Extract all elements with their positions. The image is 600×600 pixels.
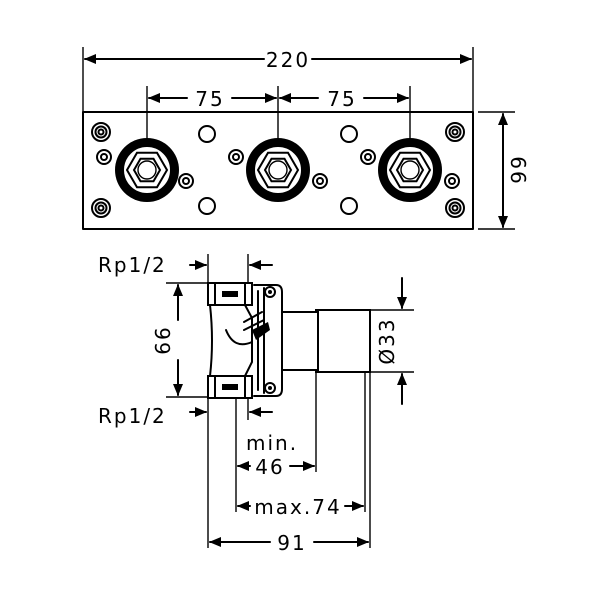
screw-icon <box>360 149 376 165</box>
thread-top-label: Rp1/2 <box>98 253 167 277</box>
valve-port-left <box>115 138 179 202</box>
screw-icon <box>444 173 460 189</box>
dimension-thread-bottom: Rp1/2 <box>98 404 273 428</box>
thread-bottom-label: Rp1/2 <box>98 404 167 428</box>
spacing-left-label: 75 <box>195 87 224 111</box>
corner-holes <box>91 122 465 218</box>
height-top-label: 66 <box>506 156 530 185</box>
corner-hole-icon <box>445 198 465 218</box>
valve-port-center <box>246 138 310 202</box>
mounting-plate <box>82 111 474 230</box>
valve-body <box>207 282 371 399</box>
height-side-label: 66 <box>151 325 175 354</box>
total-depth-label: 91 <box>277 531 306 555</box>
diameter-label: Ø33 <box>375 317 399 364</box>
corner-hole-icon <box>91 122 111 142</box>
dimension-height-top: 66 <box>498 113 530 228</box>
screw-icon <box>228 149 244 165</box>
hole-icon <box>340 197 358 215</box>
hole-icon <box>198 197 216 215</box>
side-view: Rp1/2 Rp1/2 66 Ø33 min. 46 <box>98 253 414 555</box>
screw-icon <box>96 149 112 165</box>
plain-holes <box>198 125 358 215</box>
dimension-thread-top: Rp1/2 <box>98 253 273 277</box>
hole-icon <box>340 125 358 143</box>
top-view: 220 75 75 66 <box>82 47 530 230</box>
dimension-max: max.74 <box>237 495 364 519</box>
corner-hole-icon <box>91 198 111 218</box>
dimension-spacing: 75 75 <box>148 87 409 111</box>
dimension-total-depth: 91 <box>209 531 369 555</box>
dimension-height-side: 66 <box>151 284 183 396</box>
hole-icon <box>198 125 216 143</box>
dimension-min: min. 46 <box>237 431 315 479</box>
screw-icon <box>312 173 328 189</box>
dimension-overall-width: 220 <box>84 48 472 72</box>
valve-port-right <box>378 138 442 202</box>
screw-icon <box>178 173 194 189</box>
min-label: min. <box>246 431 298 455</box>
overall-width-label: 220 <box>266 48 310 72</box>
max-value-label: max.74 <box>254 495 341 519</box>
dimension-diameter: Ø33 <box>375 277 407 405</box>
min-value-label: 46 <box>255 455 284 479</box>
spacing-right-label: 75 <box>327 87 356 111</box>
corner-hole-icon <box>445 122 465 142</box>
small-screws <box>96 149 460 189</box>
